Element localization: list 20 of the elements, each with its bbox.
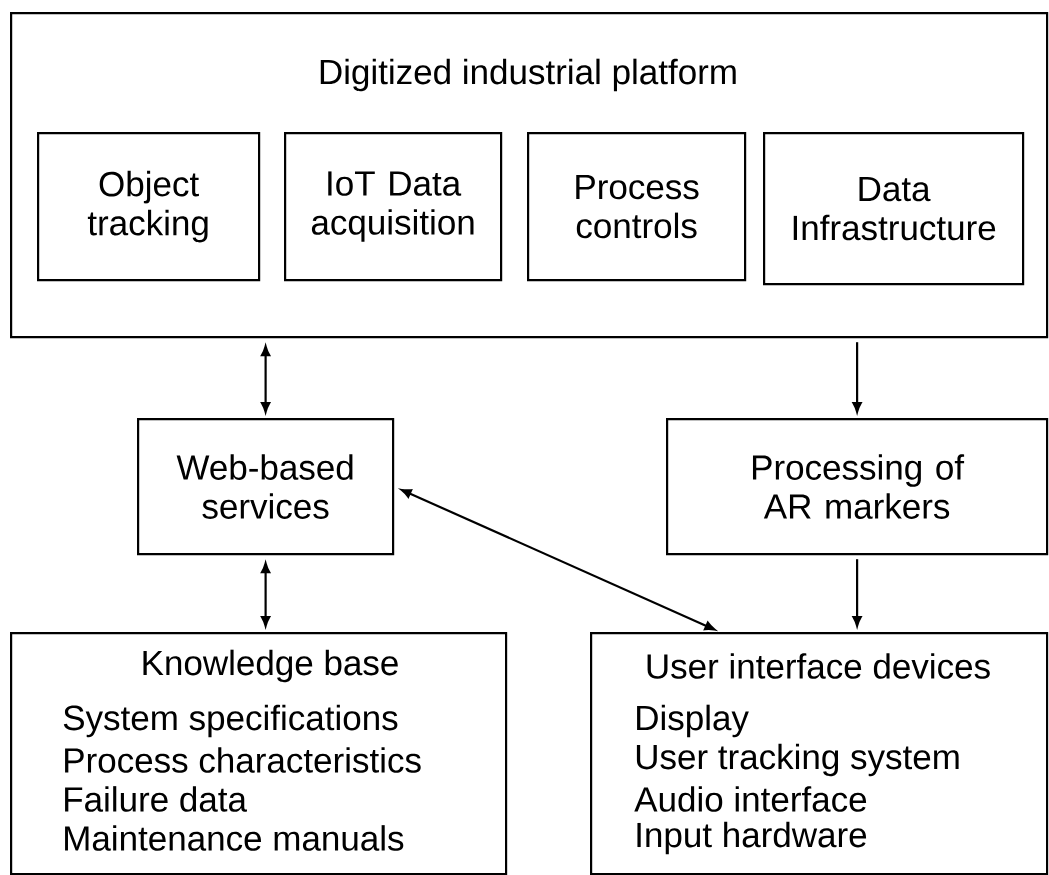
heading: User interface devices [647,653,990,679]
list-item: Maintenance manuals [65,825,404,851]
list-item: Process characteristics [65,747,421,773]
list-item: Input hardware [637,821,867,855]
list-item: Display [637,704,749,738]
process-box: Data Infrastructure [763,132,1025,286]
heading: Digitized industrial platform [320,58,736,92]
list-item: User tracking system [636,743,959,777]
arrow [400,488,716,631]
list-item: System specifications [63,704,398,738]
process-box: Processing of AR markers [666,418,1049,556]
heading: Knowledge base [143,649,398,683]
process-box: Object tracking [37,132,261,282]
list-item: Failure data [65,786,247,812]
process-box: Web-based services [137,418,395,556]
process-box: Process controls [527,132,747,282]
arrow [852,342,862,413]
arrow [852,559,862,627]
list-item: Audio interface [634,786,867,812]
process-box: IoT Data acquisition [284,132,503,282]
